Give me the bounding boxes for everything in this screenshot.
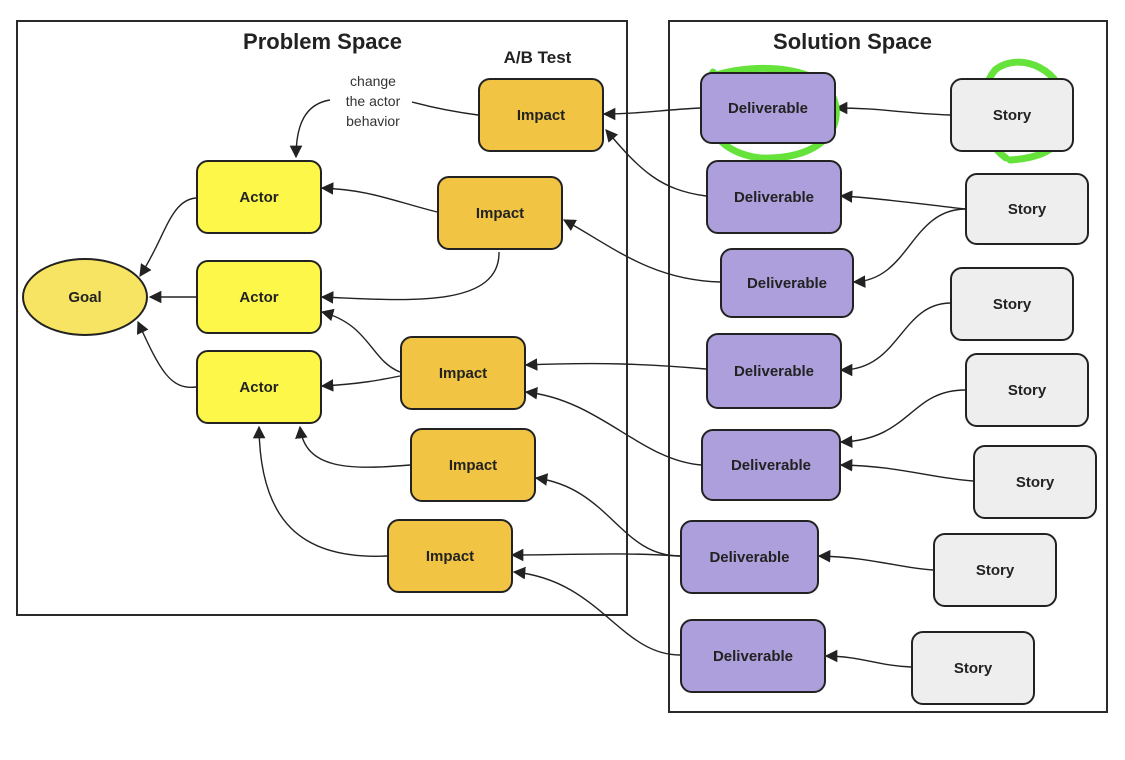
story-node-6[interactable]: Story [933, 533, 1057, 607]
impact-node-3[interactable]: Impact [400, 336, 526, 410]
connector-story2-deliv3 [852, 208, 966, 288]
connector-deliv5-impact3 [524, 386, 702, 466]
deliverable-label: Deliverable [712, 647, 794, 665]
annotation-line-3: behavior [346, 113, 400, 129]
deliverable-label: Deliverable [746, 274, 828, 292]
connector-story4-deliv5 [839, 389, 966, 448]
story-label: Story [992, 295, 1032, 313]
deliverable-label: Deliverable [709, 548, 790, 566]
story-node-3[interactable]: Story [950, 267, 1074, 341]
connector-story5-deliv5 [839, 458, 974, 482]
goal-label: Goal [68, 288, 102, 306]
story-node-7[interactable]: Story [911, 631, 1035, 705]
problem-space-title: Problem Space [243, 29, 402, 54]
problem-space-frame [16, 20, 628, 616]
actor-node-3[interactable]: Actor [196, 350, 322, 424]
actor-label: Actor [239, 188, 279, 206]
connector-deliv1-impact1 [602, 107, 701, 121]
connector-actor1-goal [139, 197, 197, 278]
actor-node-1[interactable]: Actor [196, 160, 322, 234]
connector-deliv3-impact2 [562, 219, 721, 283]
deliverable-label: Deliverable [730, 456, 812, 474]
impact-node-2[interactable]: Impact [437, 176, 563, 250]
story-label: Story [1007, 381, 1047, 399]
impact-node-4[interactable]: Impact [410, 428, 536, 502]
connector-story3-deliv4 [839, 302, 951, 377]
deliverable-node-7[interactable]: Deliverable [680, 619, 826, 693]
story-node-5[interactable]: Story [973, 445, 1097, 519]
connector-deliv2-impact1 [605, 129, 707, 197]
connector-impact3-actor2 [320, 308, 401, 373]
connector-deliv7-impact5 [512, 566, 681, 656]
actor-node-2[interactable]: Actor [196, 260, 322, 334]
connector-impact5-actor3 [252, 425, 388, 557]
story-node-1[interactable]: Story [950, 78, 1074, 152]
connector-story1-deliv1 [834, 101, 951, 116]
annotation-line-1: change [350, 73, 396, 89]
connector-actor3-goal [136, 320, 197, 388]
ab-test-label: A/B Test [503, 48, 572, 67]
story-label: Story [953, 659, 993, 677]
connector-deliv6-impact5 [510, 548, 681, 562]
deliverable-label: Deliverable [733, 362, 815, 380]
annotation-text: change the actor behavior [330, 71, 416, 131]
deliverable-node-4[interactable]: Deliverable [706, 333, 842, 409]
connector-impact2-actor2 [320, 251, 500, 304]
actor-label: Actor [239, 378, 279, 396]
solution-space-title: Solution Space [773, 29, 932, 54]
story-label: Story [992, 106, 1032, 124]
connector-impact4-actor3 [295, 425, 411, 468]
story-label: Story [975, 561, 1015, 579]
story-label: Story [1007, 200, 1047, 218]
connector-story2-deliv2 [839, 190, 966, 210]
connector-impact3-actor3 [320, 375, 401, 392]
deliverable-node-5[interactable]: Deliverable [701, 429, 841, 501]
connector-story6-deliv6 [817, 549, 934, 571]
connector-deliv6-impact4 [534, 473, 681, 557]
impact-label: Impact [516, 106, 566, 124]
story-label: Story [1015, 473, 1055, 491]
annotation-line-2: the actor [345, 93, 401, 109]
impact-node-1[interactable]: Impact [478, 78, 604, 152]
impact-node-5[interactable]: Impact [387, 519, 513, 593]
impact-label: Impact [448, 456, 498, 474]
connector-deliv4-impact3 [524, 358, 707, 371]
deliverable-label: Deliverable [727, 99, 809, 117]
deliverable-node-6[interactable]: Deliverable [680, 520, 819, 594]
impact-label: Impact [425, 547, 475, 565]
connector-annotation [296, 99, 479, 157]
impact-label: Impact [438, 364, 488, 382]
impact-label: Impact [475, 204, 525, 222]
story-node-2[interactable]: Story [965, 173, 1089, 245]
connector-story7-deliv7 [824, 649, 912, 668]
story-node-4[interactable]: Story [965, 353, 1089, 427]
deliverable-node-2[interactable]: Deliverable [706, 160, 842, 234]
deliverable-node-1[interactable]: Deliverable [700, 72, 836, 144]
goal-node[interactable]: Goal [22, 258, 148, 336]
deliverable-node-3[interactable]: Deliverable [720, 248, 854, 318]
connector-impact2-actor1 [320, 182, 438, 213]
actor-label: Actor [239, 288, 279, 306]
deliverable-label: Deliverable [733, 188, 815, 206]
